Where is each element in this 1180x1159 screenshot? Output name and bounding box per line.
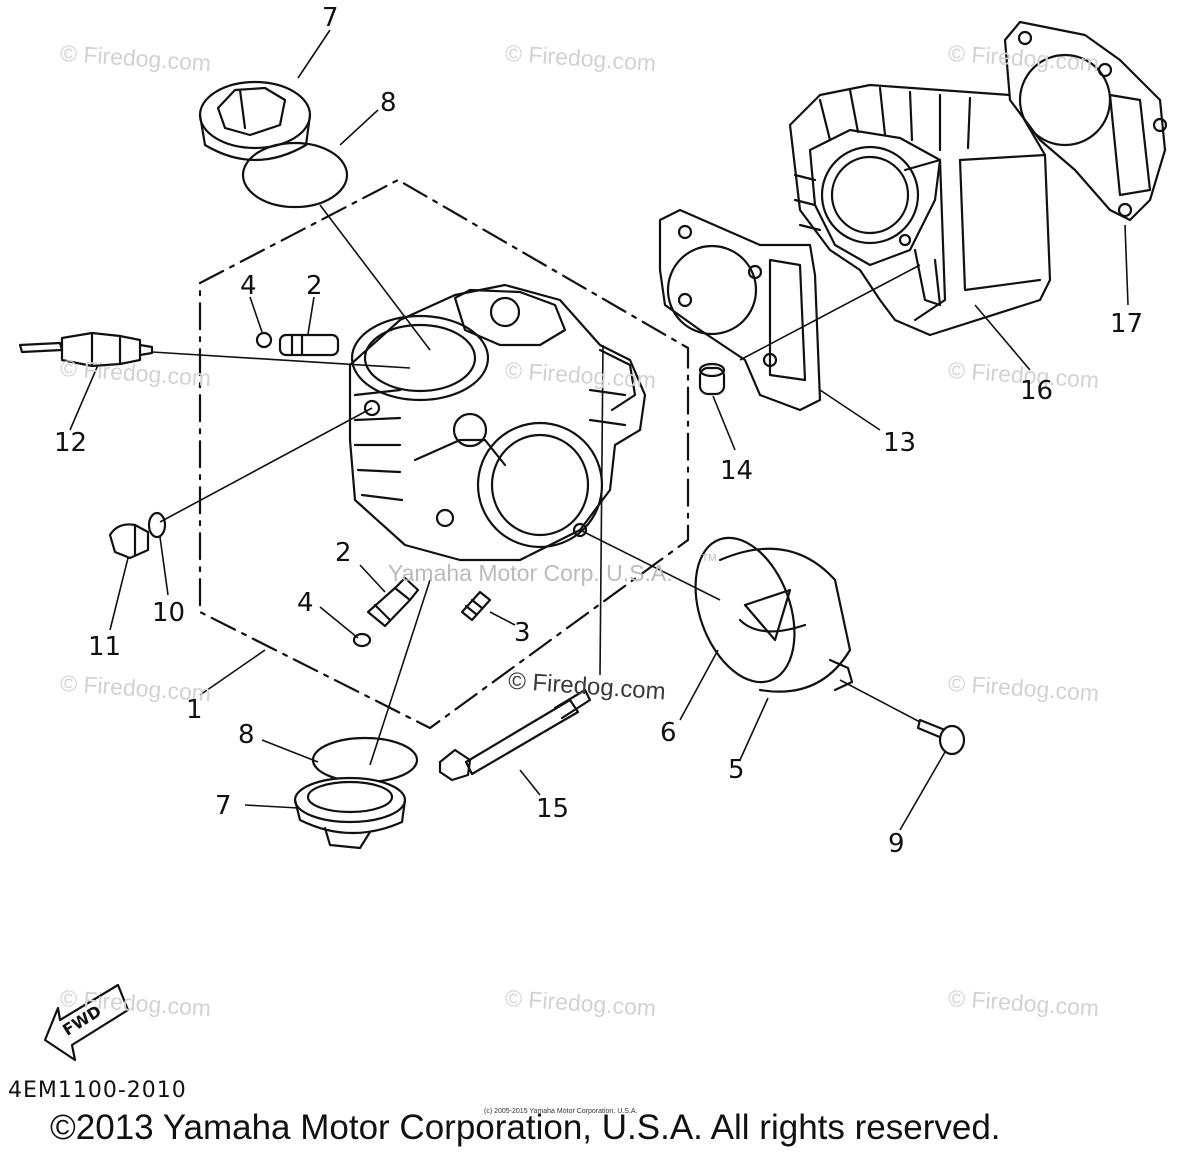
valve-guide-2-bottom [366,576,420,628]
callout-10: 10 [152,598,186,628]
plug-11 [108,523,150,560]
callout-6: 6 [660,718,677,748]
cylinder-16 [788,83,1052,337]
callout-1: 1 [186,695,203,725]
yamaha-watermark: Yamaha Motor Corp. U.S.A. [388,560,673,586]
fwd-arrow [43,983,130,1062]
callout-8: 8 [380,88,397,118]
callout-4: 4 [240,271,257,301]
stud-bolt-3 [460,590,492,622]
circlip-4-bottom [352,632,372,648]
callout-12: 12 [54,428,88,458]
callout-15: 15 [536,794,570,824]
callout-17: 17 [1110,309,1144,339]
spark-plug-12 [18,331,154,368]
callout-7: 7 [322,3,339,33]
callout-5: 5 [728,755,745,785]
bolt-9 [916,718,966,756]
callout-3: 3 [514,618,531,648]
callout-14: 14 [720,456,754,486]
callout-9: 9 [888,829,905,859]
o-ring-8-bottom [311,736,419,784]
gasket-10 [147,511,167,539]
callout-4: 4 [297,588,314,618]
callout-7: 7 [215,791,232,821]
cap-7-top [198,80,312,161]
callout-8: 8 [238,720,255,750]
cylinder-head-gasket-13 [658,208,822,412]
diagram-code: 4EM1100-2010 [8,1078,187,1103]
small-copyright: (c) 2005-2015 Yamaha Motor Corporation, … [484,1108,638,1115]
trademark-mark: TM [702,553,717,564]
o-ring-8-top [241,141,349,209]
callout-11: 11 [88,632,122,662]
cover-5 [694,536,854,693]
valve-guide-2-top [278,333,340,357]
bolt-15 [438,688,592,782]
callout-2: 2 [335,538,352,568]
callout-2: 2 [306,271,323,301]
cylinder-head-assembly-outline [198,178,690,730]
copyright-notice: ©2013 Yamaha Motor Corporation, U.S.A. A… [50,1108,1001,1147]
circlip-4-top [255,331,273,349]
callout-13: 13 [883,428,917,458]
cap-7-bottom [293,776,407,850]
callout-16: 16 [1020,376,1054,406]
dowel-pin-14 [698,362,726,396]
cylinder-gasket-17 [1003,20,1168,222]
